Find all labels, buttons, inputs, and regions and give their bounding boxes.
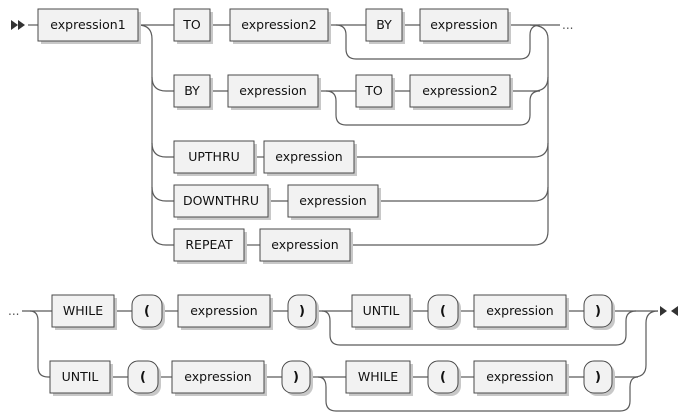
while-until-keyword-node: UNTIL xyxy=(351,294,413,330)
by-branch-to-keyword-node: TO xyxy=(355,74,395,110)
to-keyword-node: TO xyxy=(173,8,213,44)
until-while-keyword-node: WHILE xyxy=(345,360,413,396)
while-keyword-node: WHILE xyxy=(51,294,117,330)
until-expression-label: expression xyxy=(184,369,251,384)
upthru-keyword-node: UPTHRU xyxy=(173,140,257,176)
until-lparen-label: ( xyxy=(140,370,146,385)
row2-lines xyxy=(22,310,659,412)
expression1-node: expression1 xyxy=(37,8,141,44)
downthru-keyword-node: DOWNTHRU xyxy=(173,184,271,220)
expression2-node: expression2 xyxy=(229,8,331,44)
by-branch-to-keyword-label: TO xyxy=(364,83,383,98)
expression2-label: expression2 xyxy=(241,17,316,32)
until-while-keyword-label: WHILE xyxy=(358,369,398,384)
while-until-rparen-label: ) xyxy=(595,304,601,319)
by-branch-expression-node: expression xyxy=(227,74,321,110)
while-until-lparen-node: ( xyxy=(427,294,461,330)
row2-continuation: ... xyxy=(8,304,19,318)
while-until-expression-node: expression xyxy=(473,294,569,330)
upthru-expression-label: expression xyxy=(275,149,342,164)
while-keyword-label: WHILE xyxy=(63,303,103,318)
downthru-expression-label: expression xyxy=(299,193,366,208)
until-keyword-label: UNTIL xyxy=(62,369,99,384)
while-lparen-label: ( xyxy=(144,304,150,319)
until-while-lparen-node: ( xyxy=(427,360,461,396)
while-until-lparen-label: ( xyxy=(440,304,446,319)
row1-continuation: ... xyxy=(562,18,573,32)
by-expression-label: expression xyxy=(430,17,497,32)
row1-lines xyxy=(28,24,560,246)
downthru-keyword-label: DOWNTHRU xyxy=(183,193,259,208)
while-lparen-node: ( xyxy=(131,294,165,330)
expression1-label: expression1 xyxy=(50,17,125,32)
while-rparen-node: ) xyxy=(287,294,319,330)
repeat-keyword-node: REPEAT xyxy=(173,228,247,264)
by-branch-expression2-label: expression2 xyxy=(422,83,497,98)
by-branch-keyword-node: BY xyxy=(173,74,213,110)
while-until-expression-label: expression xyxy=(486,303,553,318)
upthru-keyword-label: UPTHRU xyxy=(188,149,240,164)
until-while-rparen-label: ) xyxy=(595,370,601,385)
while-until-keyword-label: UNTIL xyxy=(363,303,400,318)
start-marker-icon xyxy=(11,20,25,30)
by-expression-node: expression xyxy=(419,8,511,44)
end-marker-icon xyxy=(660,306,678,316)
repeat-expression-label: expression xyxy=(271,237,338,252)
until-while-rparen-node: ) xyxy=(583,360,615,396)
by-branch-keyword-label: BY xyxy=(184,83,200,98)
until-rparen-label: ) xyxy=(293,370,299,385)
until-expression-node: expression xyxy=(171,360,267,396)
by-branch-expression2-node: expression2 xyxy=(409,74,513,110)
until-keyword-node: UNTIL xyxy=(49,360,113,396)
while-expression-label: expression xyxy=(190,303,257,318)
while-until-rparen-node: ) xyxy=(583,294,615,330)
repeat-expression-node: expression xyxy=(259,228,353,264)
by-keyword-node: BY xyxy=(365,8,405,44)
until-lparen-node: ( xyxy=(127,360,161,396)
until-while-lparen-label: ( xyxy=(440,370,446,385)
until-rparen-node: ) xyxy=(281,360,313,396)
while-expression-node: expression xyxy=(177,294,273,330)
repeat-keyword-label: REPEAT xyxy=(185,237,233,252)
downthru-expression-node: expression xyxy=(287,184,381,220)
upthru-expression-node: expression xyxy=(263,140,357,176)
by-keyword-label: BY xyxy=(376,17,392,32)
while-rparen-label: ) xyxy=(299,304,305,319)
by-branch-expression-label: expression xyxy=(239,83,306,98)
to-keyword-label: TO xyxy=(182,17,201,32)
until-while-expression-label: expression xyxy=(486,369,553,384)
until-while-expression-node: expression xyxy=(473,360,569,396)
